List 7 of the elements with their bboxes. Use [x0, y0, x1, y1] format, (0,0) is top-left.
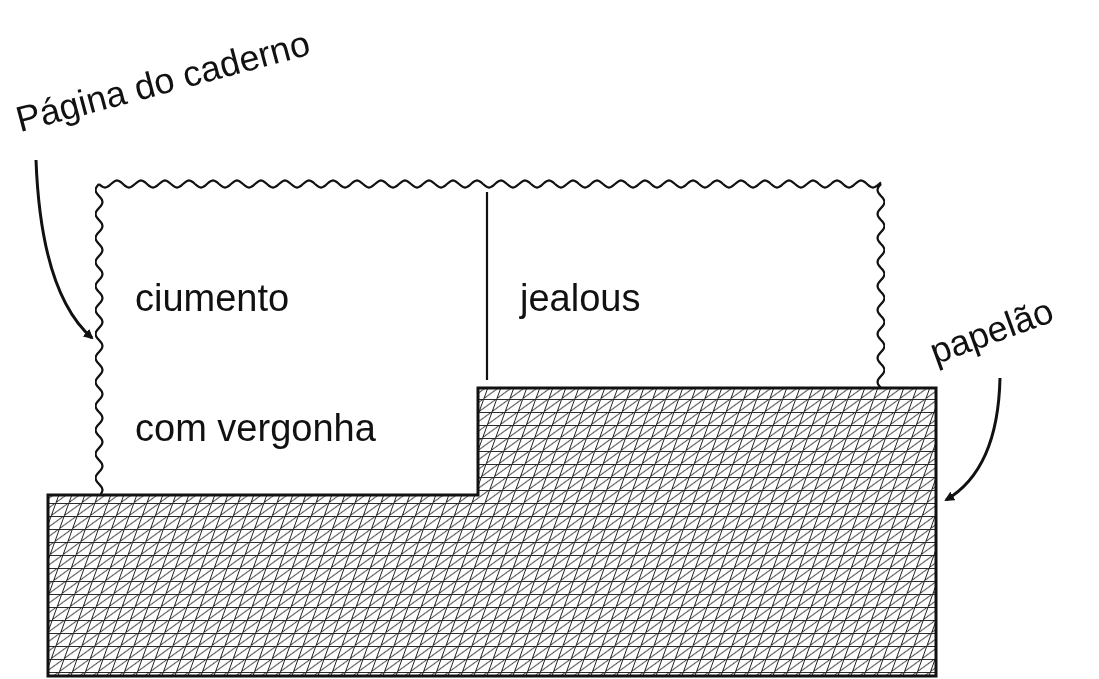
word-label: ciumento [135, 278, 290, 320]
word-label: com vergonha [135, 408, 376, 450]
cardboard-block [46, 386, 938, 678]
callout-label: Página do caderno [11, 23, 314, 140]
word-label: jealous [520, 278, 641, 320]
leader-arrow [34, 159, 94, 340]
leader-arrow [944, 377, 1002, 502]
